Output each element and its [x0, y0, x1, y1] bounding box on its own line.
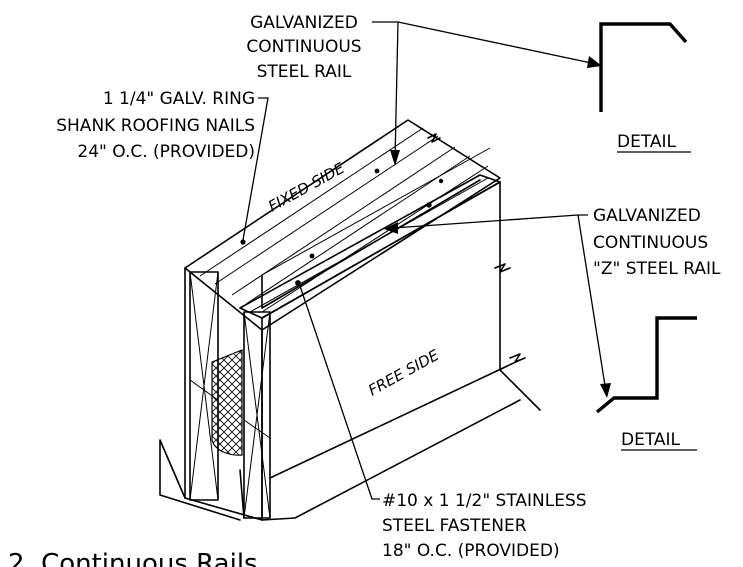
z-rail-plate — [261, 147, 491, 309]
detail-top-label: DETAIL — [617, 132, 677, 152]
fixed-side-label: FIXED SIDE — [265, 159, 348, 216]
svg-text:CONTINUOUS: CONTINUOUS — [246, 37, 361, 57]
svg-text:STEEL FASTENER: STEEL FASTENER — [382, 516, 527, 536]
svg-text:"Z" STEEL RAIL: "Z" STEEL RAIL — [593, 259, 721, 279]
fixed-side-block — [159, 119, 501, 521]
nails-label: 1 1/4" GALV. RING SHANK ROOFING NAILS 24… — [56, 89, 255, 162]
svg-text:GALVANIZED: GALVANIZED — [250, 13, 358, 33]
svg-text:GALVANIZED: GALVANIZED — [593, 206, 701, 226]
svg-text:1 1/4" GALV. RING: 1 1/4" GALV. RING — [103, 89, 255, 109]
fasteners — [240, 168, 444, 286]
svg-text:STEEL RAIL: STEEL RAIL — [257, 62, 352, 82]
svg-text:CONTINUOUS: CONTINUOUS — [593, 233, 708, 253]
figure-title: 2. Continuous Rails — [8, 549, 258, 567]
top-rail-leader — [372, 21, 399, 161]
detail-bottom-label: DETAIL — [621, 430, 681, 450]
fastener-label: #10 x 1 1/2" STAINLESS STEEL FASTENER 18… — [382, 491, 587, 561]
detail-top-profile — [599, 22, 688, 112]
svg-text:#10 x 1 1/2" STAINLESS: #10 x 1 1/2" STAINLESS — [382, 491, 587, 511]
top-rail-detail-leader — [397, 21, 597, 65]
z-rail-detail-leader — [577, 214, 607, 393]
fastener-leader — [299, 285, 380, 500]
free-side-label: FREE SIDE — [365, 346, 442, 400]
top-rail-label: GALVANIZED CONTINUOUS STEEL RAIL — [246, 13, 361, 82]
svg-text:24" O.C. (PROVIDED): 24" O.C. (PROVIDED) — [77, 142, 255, 162]
nails-leader — [242, 97, 269, 241]
svg-text:18" O.C. (PROVIDED): 18" O.C. (PROVIDED) — [382, 541, 560, 561]
z-rail-leader — [392, 214, 588, 229]
z-rail-label: GALVANIZED CONTINUOUS "Z" STEEL RAIL — [593, 206, 721, 279]
svg-text:SHANK ROOFING NAILS: SHANK ROOFING NAILS — [56, 116, 255, 136]
detail-bottom-profile — [595, 316, 697, 414]
